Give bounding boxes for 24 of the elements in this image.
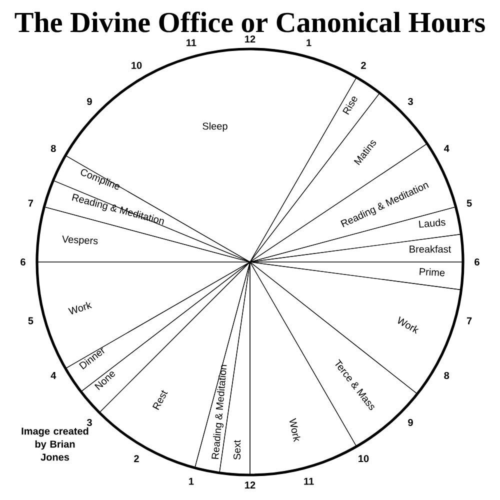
hour-number: 9: [87, 98, 92, 106]
hour-number: 1: [189, 478, 194, 485]
hour-number: 10: [358, 455, 369, 462]
hour-number: 3: [86, 418, 92, 426]
hour-number: 3: [408, 98, 413, 106]
credit-text: Image created by Brian Jones: [22, 427, 88, 461]
hour-number: 9: [408, 418, 413, 426]
node-label: Sleep: [202, 122, 228, 132]
hour-number: 2: [361, 62, 366, 69]
hour-number: 8: [444, 372, 450, 380]
hour-number: 12: [245, 482, 256, 488]
hour-number: 5: [466, 200, 472, 207]
hour-number: 6: [20, 258, 26, 266]
hour-number: 8: [50, 144, 56, 152]
hour-number: 2: [134, 455, 139, 462]
hour-number: 7: [466, 317, 472, 324]
hour-number: 10: [132, 62, 142, 69]
hour-number: 4: [50, 372, 56, 379]
hour-number: 6: [474, 258, 480, 266]
hour-number: 7: [28, 200, 34, 207]
title: The Divine Office or Canonical Hours: [14, 12, 485, 32]
hour-number: 4: [444, 145, 450, 152]
pie-sector: Prime: [250, 262, 464, 290]
pie-sector: Breakfast: [250, 234, 464, 262]
